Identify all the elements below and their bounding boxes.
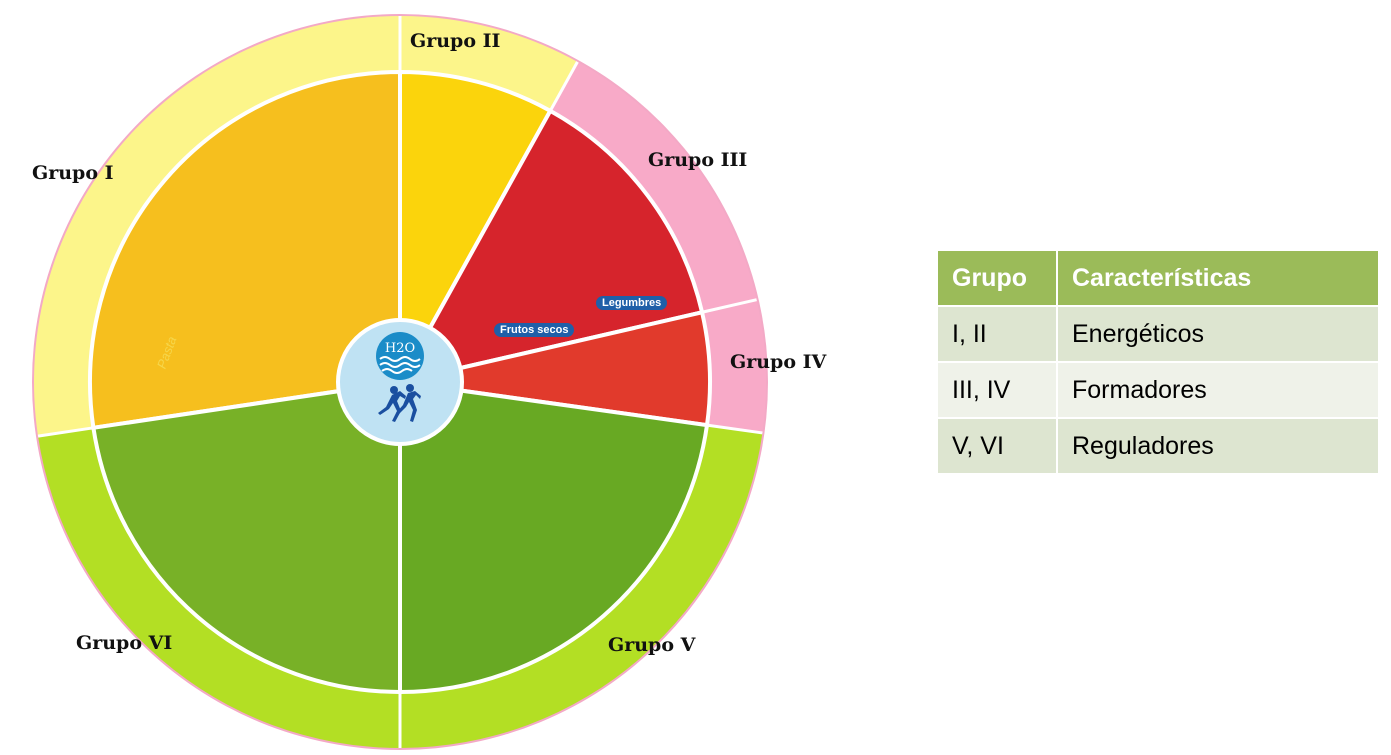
characteristics-table: Grupo Características I, II Energéticos … — [936, 249, 1380, 475]
group-v-sector — [398, 379, 710, 695]
group-iii-sector — [396, 108, 705, 385]
center-circle — [336, 318, 464, 446]
group-iii-label: Grupo III — [648, 149, 748, 171]
cell-grupo: I, II — [936, 305, 1058, 363]
legumbres-label: Legumbres — [596, 296, 668, 310]
cell-grupo: III, IV — [936, 361, 1058, 419]
group-vi-label: Grupo VI — [76, 632, 173, 654]
runners-icon — [378, 384, 421, 422]
group-v-label: Grupo V — [608, 634, 696, 656]
header-grupo: Grupo — [936, 249, 1058, 307]
sector-divider — [37, 426, 94, 438]
group-i-label: Grupo I — [32, 162, 114, 184]
group-i-sector — [88, 69, 402, 431]
group-ii-sector — [398, 69, 554, 390]
table-row: III, IV Formadores — [936, 361, 1380, 419]
cell-grupo: V, VI — [936, 417, 1058, 475]
sector-divider — [548, 61, 579, 112]
cell-caracteristica: Energéticos — [1056, 305, 1380, 363]
cell-caracteristica: Formadores — [1056, 361, 1380, 419]
group-vi-sector — [91, 379, 402, 695]
table-row: I, II Energéticos — [936, 305, 1380, 363]
food-wheel: H2O — [32, 14, 768, 750]
table-row: V, VI Reguladores — [936, 417, 1380, 475]
header-caracteristicas: Características — [1056, 249, 1380, 307]
sector-divider — [701, 298, 757, 314]
group-ii-label: Grupo II — [410, 30, 501, 52]
sector-divider — [706, 423, 763, 435]
water-icon: H2O — [376, 332, 424, 380]
frutos-secos-label: Frutos secos — [494, 323, 575, 337]
group-iv-label: Grupo IV — [730, 351, 827, 373]
cell-caracteristica: Reguladores — [1056, 417, 1380, 475]
water-label: H2O — [385, 341, 415, 356]
